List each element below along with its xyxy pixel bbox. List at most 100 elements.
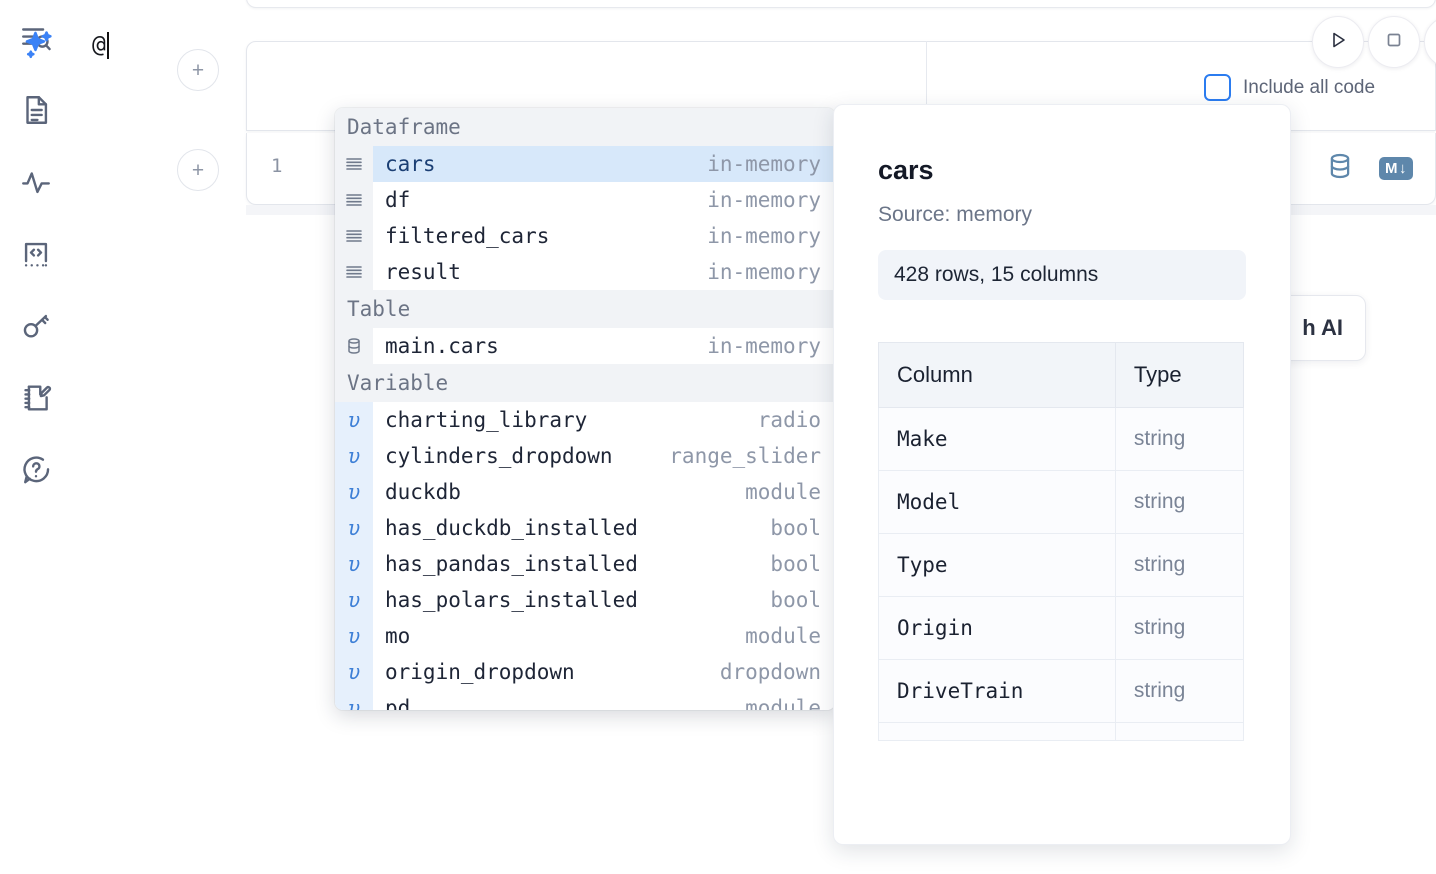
variable-icon: υ (335, 474, 373, 510)
notebook-edit-icon (19, 381, 53, 415)
detail-column-name: Model (878, 470, 1116, 534)
text-cursor (106, 31, 109, 59)
autocomplete-item-kind: range_slider (669, 444, 821, 468)
sidebar-item-activity[interactable] (14, 160, 58, 204)
generate-with-ai-label: h AI (1302, 315, 1343, 340)
document-icon (19, 93, 53, 127)
include-all-code-checkbox[interactable] (1204, 74, 1231, 101)
variable-icon: υ (335, 690, 373, 710)
detail-column-type: string (1114, 659, 1245, 723)
variable-icon: υ (335, 654, 373, 690)
detail-column-type: string (1114, 533, 1245, 597)
autocomplete-item-kind: bool (770, 516, 821, 540)
detail-column-name: Type (878, 533, 1116, 597)
autocomplete-item-kind: in-memory (707, 334, 821, 358)
line-number: 1 (271, 155, 283, 177)
sidebar-item-snippets[interactable] (14, 232, 58, 276)
autocomplete-group-header: Variable (335, 364, 835, 402)
autocomplete-item-body: cars in-memory (373, 146, 835, 182)
detail-column-name: Origin (878, 596, 1116, 660)
detail-table-header-cell: Type (1114, 342, 1245, 408)
detail-column-name (878, 722, 1116, 741)
autocomplete-item-name: has_pandas_installed (385, 552, 638, 576)
ai-prompt-input[interactable]: @ (92, 28, 892, 62)
autocomplete-item-kind: in-memory (707, 188, 821, 212)
autocomplete-item-kind: bool (770, 588, 821, 612)
autocomplete-item-kind: module (745, 624, 821, 648)
table-icon (335, 328, 373, 364)
sidebar-item-secrets[interactable] (14, 304, 58, 348)
dataframe-icon (335, 182, 373, 218)
autocomplete-item-body: has_polars_installed bool (373, 582, 835, 618)
markdown-letter: M (1385, 160, 1398, 177)
dataframe-icon (335, 146, 373, 182)
autocomplete-item-name: has_duckdb_installed (385, 516, 638, 540)
detail-column-type: string (1114, 407, 1245, 471)
autocomplete-item-kind: dropdown (719, 660, 821, 684)
variable-icon: υ (335, 438, 373, 474)
markdown-icon[interactable]: M↓ (1379, 157, 1413, 180)
autocomplete-item-body: mo module (373, 618, 835, 654)
autocomplete-group-header: Table (335, 290, 835, 328)
variable-icon: υ (335, 582, 373, 618)
database-icon[interactable] (1325, 151, 1355, 186)
autocomplete-item-name: pd (385, 696, 411, 710)
sidebar-item-help[interactable] (14, 448, 58, 492)
autocomplete-item-kind: in-memory (707, 224, 821, 248)
sidebar-rail (0, 0, 72, 874)
autocomplete-item-name: origin_dropdown (385, 660, 575, 684)
autocomplete-item-name: mo (385, 624, 411, 648)
autocomplete-item-cars[interactable]: cars in-memory (335, 146, 835, 182)
detail-column-type (1114, 722, 1245, 741)
stop-button[interactable] (1368, 16, 1420, 68)
include-all-code-toggle[interactable]: Include all code (1204, 74, 1375, 101)
detail-column-name: DriveTrain (878, 659, 1116, 723)
autocomplete-item-kind: in-memory (707, 152, 821, 176)
autocomplete-item-name: has_polars_installed (385, 588, 638, 612)
add-cell-above-button[interactable]: + (177, 49, 219, 91)
cell-tools: M↓ (1325, 151, 1413, 186)
autocomplete-item-name: cars (385, 152, 436, 176)
sidebar-item-notebook[interactable] (14, 88, 58, 132)
autocomplete-item-has-polars-installed[interactable]: υ has_polars_installed bool (335, 582, 835, 618)
add-cell-below-button[interactable]: + (177, 149, 219, 191)
autocomplete-item-body: pd module (373, 690, 835, 710)
autocomplete-item-kind: module (745, 480, 821, 504)
sidebar-item-scratchpad[interactable] (14, 376, 58, 420)
autocomplete-item-kind: radio (757, 408, 821, 432)
dataframe-icon (335, 218, 373, 254)
detail-source: Source: memory (878, 203, 1033, 226)
autocomplete-item-origin-dropdown[interactable]: υ origin_dropdown dropdown (335, 654, 835, 690)
ai-cell-divider (926, 41, 927, 131)
variable-icon: υ (335, 402, 373, 438)
autocomplete-item-name: duckdb (385, 480, 461, 504)
autocomplete-item-kind: in-memory (707, 260, 821, 284)
detail-title: cars (878, 155, 934, 185)
detail-column-type: string (1114, 470, 1245, 534)
run-button[interactable] (1312, 16, 1364, 68)
autocomplete-item-kind: module (745, 696, 821, 710)
autocomplete-item-body: duckdb module (373, 474, 835, 510)
autocomplete-group-header: Dataframe (335, 108, 835, 146)
